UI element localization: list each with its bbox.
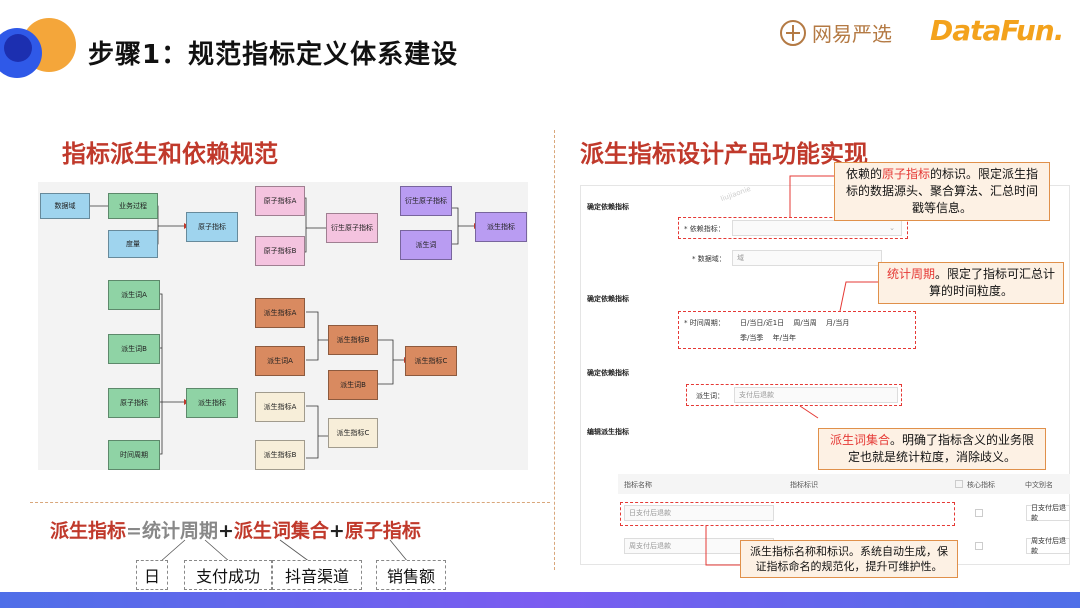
horizontal-divider xyxy=(30,502,550,503)
highlight-deriv xyxy=(686,384,902,406)
deriv-label: 派生词： xyxy=(696,392,724,400)
netease-logo-icon xyxy=(780,19,806,46)
row1-alias-input[interactable]: 日支付后退款 xyxy=(1026,504,1070,522)
node-derived-a-2: 派生指标A xyxy=(255,392,305,422)
dep-metric-label: * 依赖指标： xyxy=(684,225,725,233)
brand-netease: 网易严选 xyxy=(780,18,892,47)
node-derived-b: 派生指标B xyxy=(328,325,378,355)
formula-derived: 派生指标 xyxy=(50,520,127,542)
node-deriv-word: 派生词 xyxy=(400,230,452,260)
callout-period-hl: 统计周期 xyxy=(886,267,935,281)
formula-plus2: + xyxy=(328,520,345,542)
callout-words: 派生词集合。明确了指标含义的业务限定也就是统计粒度，消除歧义。 xyxy=(818,428,1046,470)
period-options-2[interactable]: 季/当季 年/当年 xyxy=(740,334,796,342)
brand-cn-text: 网易严选 xyxy=(812,22,892,46)
vertical-divider xyxy=(554,130,555,570)
node-atomic-metric: 原子指标 xyxy=(186,212,238,242)
formula-atomic: 原子指标 xyxy=(344,520,421,542)
row1-name-input[interactable]: 日支付后退款 xyxy=(624,505,774,521)
period-label: * 时间周期： xyxy=(684,319,725,327)
table-header xyxy=(618,474,1070,494)
row2-alias-input[interactable]: 周支付后退款 xyxy=(1026,537,1070,555)
callout-atomic: 依赖的原子指标的标识。限定派生指标的数据源头、聚合算法、汇总时间戳等信息。 xyxy=(834,162,1050,221)
formula-period: 统计周期 xyxy=(141,520,218,542)
node-derived-atomic-2: 衍生原子指标 xyxy=(400,186,452,216)
dep-metric-select[interactable]: ⌄ xyxy=(732,220,902,236)
node-measure: 度量 xyxy=(108,230,158,258)
formula: 派生指标=统计周期+派生词集合+原子指标 xyxy=(50,516,421,543)
row1-checkbox[interactable] xyxy=(975,509,983,517)
formula-plus1: + xyxy=(217,520,234,542)
node-derived-atomic: 衍生原子指标 xyxy=(326,213,378,243)
node-deriv-word-b: 派生词B xyxy=(108,334,160,364)
chip-douyin: 抖音渠道 xyxy=(272,560,362,590)
node-atomic-a: 原子指标A xyxy=(255,186,305,216)
node-business-process: 业务过程 xyxy=(108,193,158,219)
col-id: 指标标识 xyxy=(790,481,818,489)
callout-period: 统计周期。限定了指标可汇总计算的时间粒度。 xyxy=(878,262,1064,304)
callout-naming: 派生指标名称和标识。系统自动生成，保证指标命名的规范化，提升可维护性。 xyxy=(740,540,958,578)
node-derived-metric-2: 派生指标 xyxy=(186,388,238,418)
section-edit: 编辑派生指标 xyxy=(587,428,629,436)
node-time-period: 时间周期 xyxy=(108,440,160,470)
callout-words-hl: 派生词集合 xyxy=(829,433,890,447)
node-derived-a: 派生指标A xyxy=(255,298,305,328)
page-title: 步骤1：规范指标定义体系建设 xyxy=(88,40,459,70)
callout-words-post: 。明确了指标含义的业务限定也就是统计粒度，消除歧义。 xyxy=(847,433,1035,464)
product-form-panel xyxy=(580,185,1070,565)
right-section-title: 派生指标设计产品功能实现 xyxy=(580,140,868,168)
callout-period-post: 。限定了指标可汇总计算的时间粒度。 xyxy=(928,267,1056,298)
domain-field[interactable]: 域 xyxy=(732,250,882,266)
section-dep-3: 确定依赖指标 xyxy=(587,369,629,377)
formula-eq: = xyxy=(126,520,142,542)
highlight-row1 xyxy=(620,502,955,526)
col-core: 核心指标 xyxy=(967,481,995,489)
highlight-period xyxy=(678,311,916,349)
col-alias: 中文别名 xyxy=(1025,481,1053,489)
callout-atomic-hl: 原子指标 xyxy=(881,167,930,181)
chevron-down-icon: ⌄ xyxy=(889,224,895,232)
domain-label: * 数据域： xyxy=(692,255,726,263)
callout-atomic-pre: 依赖的 xyxy=(845,167,882,181)
col-name: 指标名称 xyxy=(624,481,652,489)
chip-sales: 销售额 xyxy=(376,560,446,590)
brand-datafun: DataFun. xyxy=(930,14,1064,47)
chip-day: 日 xyxy=(136,560,168,590)
chip-pay-success: 支付成功 xyxy=(184,560,272,590)
section-dep-1: 确定依赖指标 xyxy=(587,203,629,211)
period-options-1[interactable]: 日/当日/近1日 周/当周 月/当月 xyxy=(740,319,850,327)
formula-words: 派生词集合 xyxy=(233,520,329,542)
node-deriv-word-b-2: 派生词B xyxy=(328,370,378,400)
bottom-bar xyxy=(0,592,1080,608)
node-derived-c: 派生指标C xyxy=(405,346,457,376)
core-checkbox[interactable] xyxy=(955,480,963,488)
left-section-title: 指标派生和依赖规范 xyxy=(62,140,278,168)
logo-dark-circle xyxy=(4,34,32,62)
section-dep-2: 确定依赖指标 xyxy=(587,295,629,303)
node-data-domain: 数据域 xyxy=(40,193,90,219)
callout-atomic-post: 的标识。限定派生指标的数据源头、聚合算法、汇总时间戳等信息。 xyxy=(845,167,1039,215)
node-derived-c-2: 派生指标C xyxy=(328,418,378,448)
row2-checkbox[interactable] xyxy=(975,542,983,550)
deriv-field[interactable]: 支付后退款 xyxy=(734,387,898,403)
row2-name-input[interactable]: 周支付后退款 xyxy=(624,538,774,554)
node-atomic-b: 原子指标B xyxy=(255,236,305,266)
node-deriv-word-a: 派生词A xyxy=(108,280,160,310)
node-derived-metric: 派生指标 xyxy=(475,212,527,242)
node-derived-b-2: 派生指标B xyxy=(255,440,305,470)
node-atomic-metric-2: 原子指标 xyxy=(108,388,160,418)
node-deriv-word-a-2: 派生词A xyxy=(255,346,305,376)
highlight-dep xyxy=(678,217,908,239)
